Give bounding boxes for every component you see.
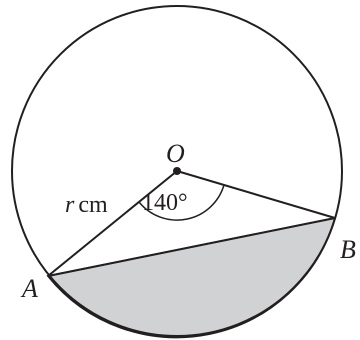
circle-outline	[11, 5, 343, 337]
angle-label: 140°	[142, 190, 188, 216]
shaded-segment	[46, 216, 337, 339]
chord-ab	[47, 217, 336, 277]
center-point	[173, 167, 181, 175]
point-a-label: A	[20, 274, 38, 303]
point-b-label: B	[340, 235, 356, 264]
angle-arc	[138, 184, 225, 221]
radius-unit: cm	[78, 192, 108, 218]
radius-variable: r	[65, 192, 75, 218]
radius-oa	[47, 170, 178, 277]
radius-ob	[176, 170, 336, 219]
center-label: O	[166, 139, 185, 168]
